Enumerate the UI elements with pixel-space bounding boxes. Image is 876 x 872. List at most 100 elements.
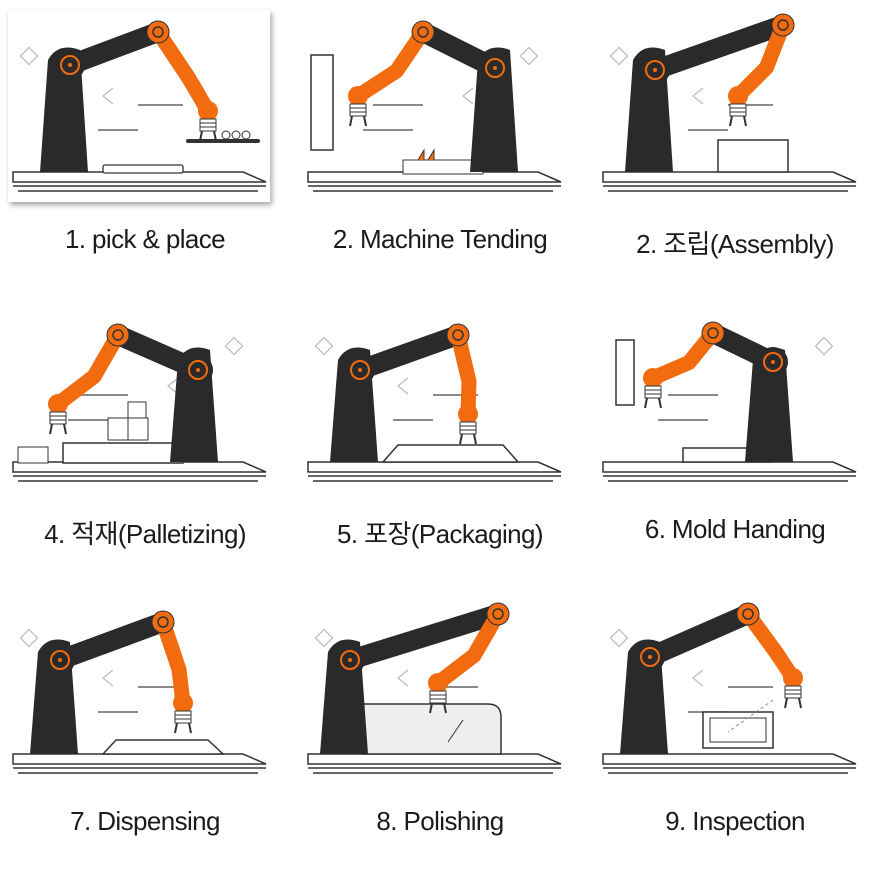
wrist-joint bbox=[198, 101, 218, 121]
wrist-joint bbox=[783, 668, 803, 688]
robot-upper-arm bbox=[640, 604, 758, 667]
illustration-frame bbox=[8, 592, 270, 784]
caption: 1. pick & place bbox=[64, 224, 226, 254]
scene-prop bbox=[702, 699, 774, 749]
work-table bbox=[307, 753, 562, 774]
application-card-packaging: 5. 포장(Packaging) bbox=[295, 290, 585, 580]
illustration-frame bbox=[303, 10, 565, 202]
robot-forearm bbox=[155, 614, 191, 711]
wrist-joint bbox=[643, 368, 663, 388]
scene-prop bbox=[310, 54, 484, 175]
robot-illustration bbox=[307, 602, 562, 774]
decoration bbox=[19, 46, 183, 131]
robot-illustration bbox=[602, 13, 857, 192]
robot-upper-arm bbox=[645, 15, 793, 80]
end-effector bbox=[729, 103, 747, 127]
decoration bbox=[363, 46, 539, 131]
robot-upper-arm bbox=[60, 22, 168, 75]
elbow-joint bbox=[771, 13, 795, 37]
robot-forearm bbox=[645, 325, 721, 386]
robot-base bbox=[745, 347, 793, 462]
robot-illustration bbox=[12, 20, 267, 192]
robot-forearm bbox=[150, 24, 216, 119]
work-table bbox=[12, 461, 267, 482]
end-effector bbox=[429, 690, 447, 714]
application-card-inspection: 9. Inspection bbox=[590, 582, 876, 872]
caption: 5. 포장(Packaging) bbox=[337, 519, 543, 549]
decoration bbox=[314, 336, 478, 421]
illustration-frame bbox=[598, 592, 860, 784]
robot-illustration bbox=[12, 323, 267, 482]
robot-forearm bbox=[350, 24, 431, 104]
robot-upper-arm bbox=[350, 325, 468, 380]
end-effector bbox=[174, 710, 192, 734]
robot-illustration bbox=[12, 610, 267, 774]
application-card-assembly: 2. 조립(Assembly) bbox=[590, 0, 876, 290]
wrist-joint bbox=[428, 673, 448, 693]
end-effector bbox=[459, 421, 477, 445]
elbow-joint bbox=[486, 602, 510, 626]
end-effector bbox=[644, 385, 662, 409]
robot-forearm bbox=[50, 327, 126, 412]
elbow-joint bbox=[736, 602, 760, 626]
caption: 6. Mold Handing bbox=[644, 514, 826, 544]
caption: 7. Dispensing bbox=[70, 806, 220, 836]
elbow-joint bbox=[106, 323, 130, 347]
robot-forearm bbox=[450, 327, 477, 422]
work-table bbox=[307, 171, 562, 192]
work-table bbox=[307, 461, 562, 482]
scene-prop bbox=[381, 444, 520, 463]
illustration-frame bbox=[8, 10, 270, 202]
application-card-dispensing: 7. Dispensing bbox=[0, 582, 290, 872]
end-effector bbox=[199, 118, 217, 142]
robot-illustration bbox=[602, 321, 857, 482]
scene-prop bbox=[101, 739, 225, 755]
robot-upper-arm bbox=[340, 604, 508, 670]
caption: 8. Polishing bbox=[376, 806, 504, 836]
illustration-frame bbox=[598, 300, 860, 492]
robot-forearm bbox=[730, 17, 791, 104]
illustration-frame bbox=[303, 300, 565, 492]
robot-base bbox=[470, 47, 518, 172]
work-table bbox=[12, 753, 267, 774]
wrist-joint bbox=[728, 86, 748, 106]
caption: 2. Machine Tending bbox=[332, 224, 548, 254]
work-table bbox=[12, 171, 267, 192]
caption: 9. Inspection bbox=[665, 806, 805, 836]
scene-prop bbox=[17, 401, 184, 464]
wrist-joint bbox=[48, 394, 68, 414]
wrist-joint bbox=[458, 404, 478, 424]
caption: 4. 적재(Palletizing) bbox=[44, 519, 246, 549]
illustration-frame bbox=[598, 10, 860, 202]
application-card-mold: 6. Mold Handing bbox=[590, 290, 876, 580]
robot-illustration bbox=[307, 323, 562, 482]
work-table bbox=[602, 753, 857, 774]
work-table bbox=[602, 171, 857, 192]
end-effector bbox=[784, 685, 802, 709]
work-table bbox=[602, 461, 857, 482]
robot-forearm bbox=[430, 606, 506, 691]
end-effector bbox=[49, 411, 67, 435]
elbow-joint bbox=[146, 20, 170, 44]
elbow-joint bbox=[151, 610, 175, 634]
illustration-frame bbox=[303, 592, 565, 784]
scene-prop bbox=[362, 703, 502, 755]
wrist-joint bbox=[348, 86, 368, 106]
robot-upper-arm bbox=[50, 612, 173, 670]
wrist-joint bbox=[173, 693, 193, 713]
illustration-frame bbox=[8, 300, 270, 492]
elbow-joint bbox=[411, 20, 435, 44]
scene-prop bbox=[102, 130, 260, 174]
robot-forearm bbox=[740, 606, 801, 686]
application-card-pallet: 4. 적재(Palletizing) bbox=[0, 290, 290, 580]
robot-illustration bbox=[307, 20, 562, 192]
caption: 2. 조립(Assembly) bbox=[636, 229, 834, 259]
application-card-pick: 1. pick & place bbox=[0, 0, 290, 290]
application-card-polishing: 8. Polishing bbox=[295, 582, 585, 872]
robot-illustration bbox=[602, 602, 857, 774]
application-card-tending: 2. Machine Tending bbox=[295, 0, 585, 290]
end-effector bbox=[349, 103, 367, 127]
scene-prop bbox=[717, 139, 789, 173]
elbow-joint bbox=[446, 323, 470, 347]
elbow-joint bbox=[701, 321, 725, 345]
